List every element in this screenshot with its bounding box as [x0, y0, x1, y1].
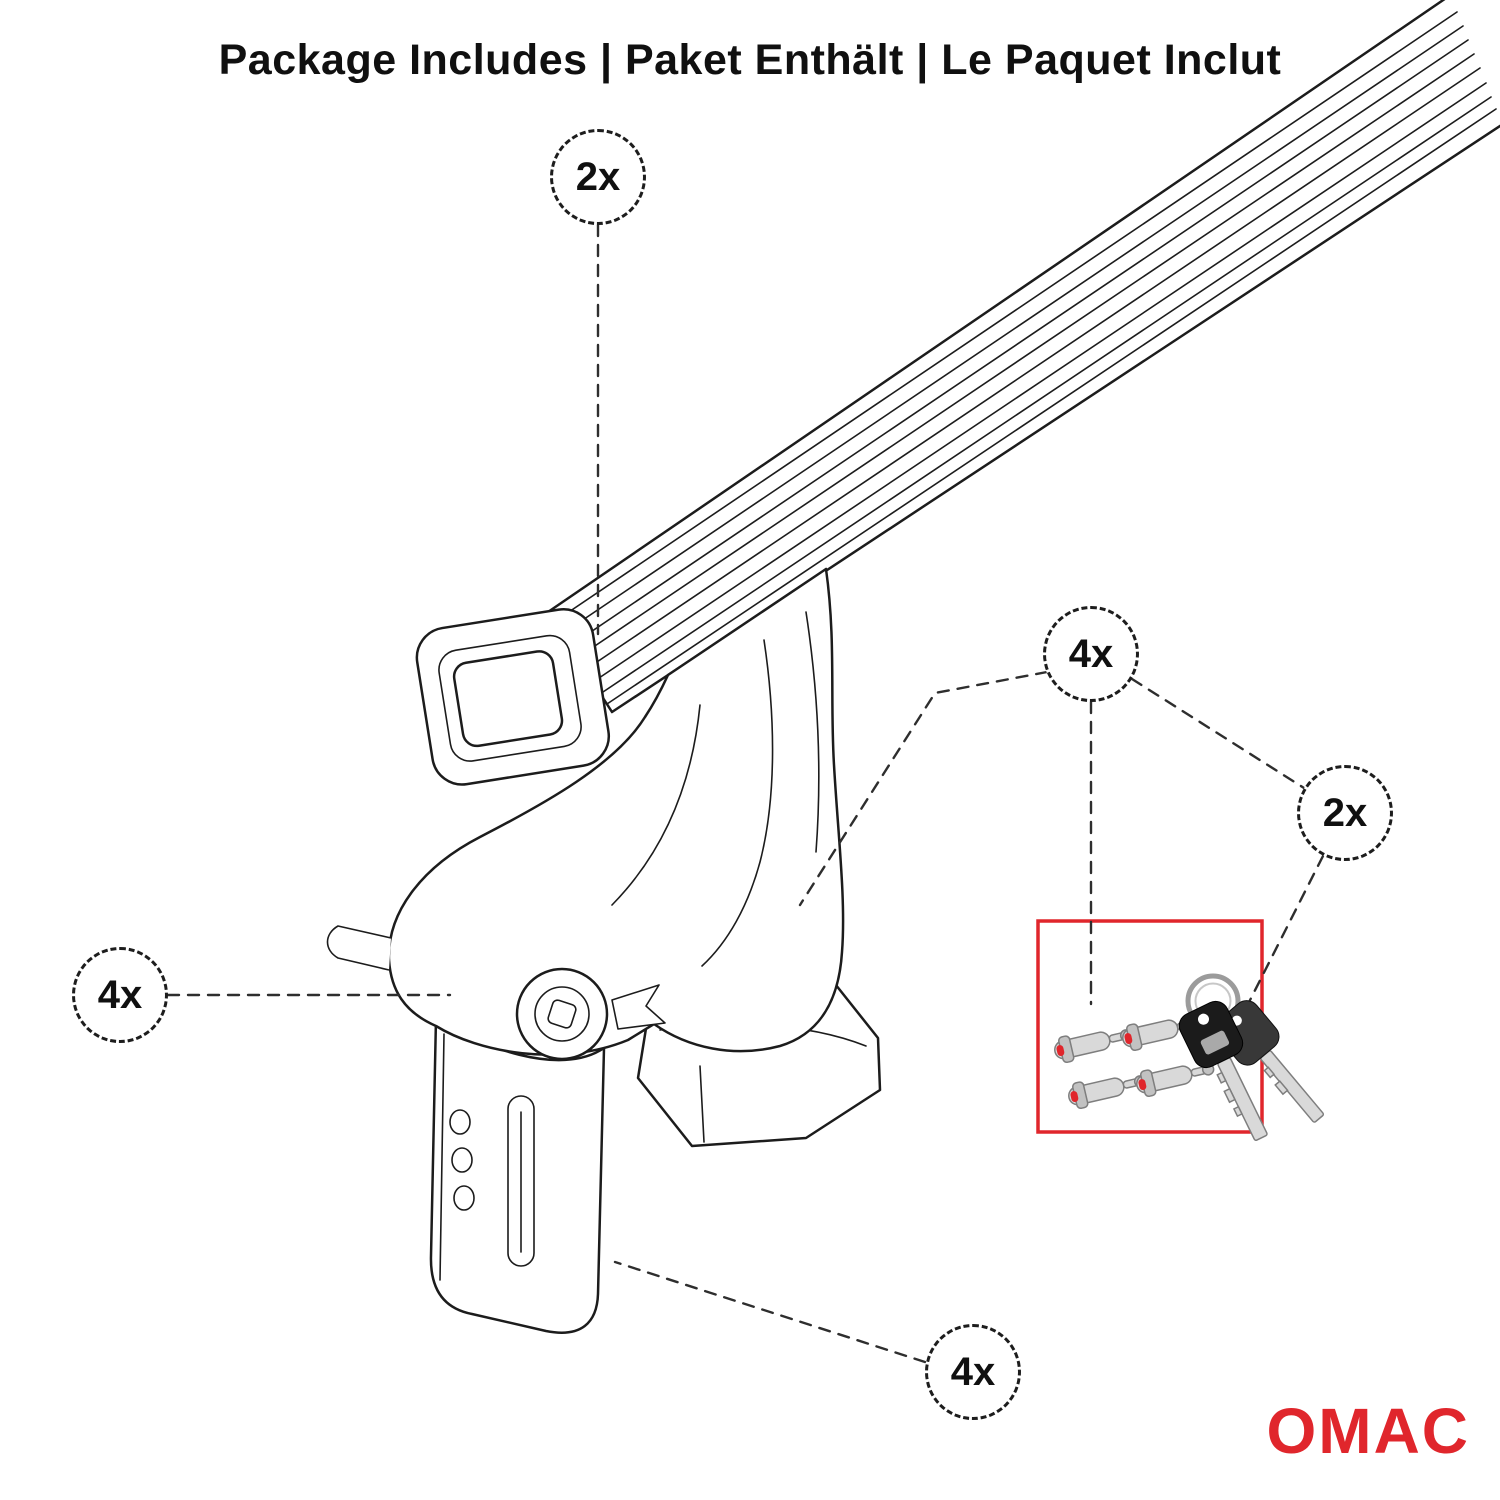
leader-line-clamp	[613, 1260, 927, 1364]
lock-indicator-mark	[611, 984, 666, 1030]
bolt-knob	[515, 967, 609, 1061]
callout-mounting-foot-qty: 4x	[72, 947, 168, 1043]
leader-line-keys	[1241, 854, 1325, 1016]
key-pair-icon	[1178, 973, 1325, 1141]
clamp-leg	[429, 1016, 606, 1334]
crossbar	[546, 0, 1500, 714]
leader-line-4x-to-2x	[1130, 677, 1306, 790]
leader-lines	[166, 223, 1325, 1364]
callout-clamp-qty: 4x	[925, 1324, 1021, 1420]
callout-crossbar-qty: 2x	[550, 129, 646, 225]
leader-line-foot-upper	[798, 670, 1049, 907]
lock-cylinder-set-icon	[1054, 1017, 1215, 1110]
crossbar-end-cap	[415, 607, 611, 786]
callout-lock-cylinders-qty: 4x	[1043, 606, 1139, 702]
brand-logo: OMAC	[1266, 1395, 1470, 1467]
callout-keys-qty: 2x	[1297, 765, 1393, 861]
key-front	[1178, 1000, 1268, 1141]
foot-side-tab	[326, 925, 392, 971]
mounting-foot	[326, 567, 845, 1061]
page-title: Package Includes | Paket Enthält | Le Pa…	[218, 36, 1282, 84]
